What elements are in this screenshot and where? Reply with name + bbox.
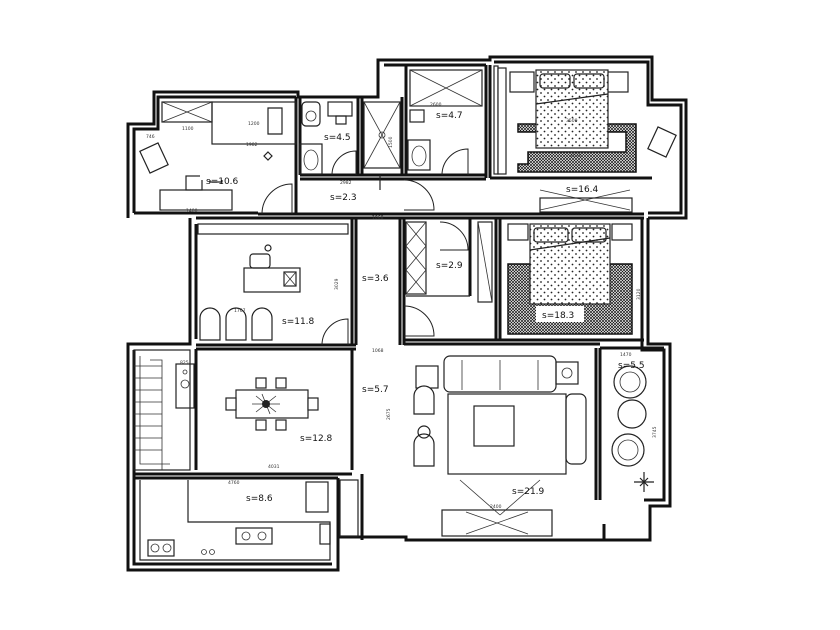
study-room: s=10.6 1100 1200 1982 1400 746 — [139, 101, 297, 215]
dim-living: 2400 — [490, 504, 502, 510]
staircase — [133, 349, 195, 471]
bathroom-2: s=4.7 — [407, 69, 483, 176]
dim-balcony-side: 3745 — [652, 426, 658, 438]
room-label-bedroom3: s=11.8 — [282, 317, 315, 327]
room-label-bedroom2: s=18.3 — [542, 311, 574, 321]
room-label-bath1: s=4.5 — [324, 133, 351, 143]
dim-master-mid: 2070 — [570, 153, 582, 159]
room-label-foyer: s=5.7 — [362, 385, 389, 395]
dim-bed2-height: 3120 — [636, 288, 642, 300]
dining-room: s=12.8 4031 — [225, 377, 333, 470]
room-label-bath2: s=4.7 — [436, 111, 463, 121]
dim-study-left: 746 — [146, 134, 155, 140]
dim-bed3-height: 3029 — [334, 278, 340, 290]
dim-balcony-top: 1470 — [620, 352, 632, 358]
dim-bed3-width: 1767 — [234, 308, 246, 314]
room-label-corridor: s=3.6 — [362, 274, 389, 284]
dim-study-side: 1200 — [248, 121, 260, 127]
dim-corridor-bottom: 1068 — [372, 348, 384, 354]
dim-master-top: 3500 — [566, 118, 578, 124]
dim-shower: 1500 — [388, 136, 394, 148]
dim-dining: 4031 — [268, 464, 280, 470]
room-label-hall1: s=2.3 — [330, 193, 357, 203]
kitchen: s=8.6 4760 — [139, 480, 331, 561]
dim-hall1-bottom: 1068 — [372, 215, 384, 221]
dim-top-bath: 2600 — [430, 102, 442, 108]
dim-study-top: 1100 — [182, 126, 194, 132]
room-label-kitchen: s=8.6 — [246, 494, 273, 504]
foyer: s=5.7 2675 — [339, 385, 392, 537]
dim-study-mid: 1982 — [246, 142, 258, 148]
interior-walls — [134, 65, 664, 540]
dim-study-bottom: 1400 — [186, 208, 198, 214]
dim-stair: 825 — [180, 360, 189, 366]
master-bedroom: s=16.4 3500 2070 — [493, 65, 677, 213]
room-label-master: s=16.4 — [566, 185, 599, 195]
living-room: s=21.9 2400 — [413, 355, 587, 537]
shower: 1500 — [363, 101, 401, 190]
room-label-closet: s=2.9 — [436, 261, 463, 271]
room-label-dining: s=12.8 — [300, 434, 333, 444]
bathroom-1: s=4.5 — [299, 101, 357, 176]
outer-walls — [126, 55, 688, 572]
bedroom-2: s=18.3 3120 — [477, 221, 642, 335]
dim-foyer: 2675 — [386, 408, 392, 420]
balcony: s=5.5 1470 3745 — [611, 352, 658, 492]
corridor: s=3.6 1068 — [362, 274, 435, 354]
hall-1: s=2.3 2982 1068 — [330, 179, 435, 221]
bedroom-3: s=11.8 1767 3029 — [197, 223, 349, 346]
room-label-study: s=10.6 — [206, 177, 239, 187]
closet: s=2.9 — [405, 221, 470, 297]
dim-kitchen: 4760 — [228, 480, 240, 486]
room-label-living: s=21.9 — [512, 487, 545, 497]
dim-hall1: 2982 — [340, 180, 352, 186]
room-label-balcony: s=5.5 — [618, 361, 645, 371]
